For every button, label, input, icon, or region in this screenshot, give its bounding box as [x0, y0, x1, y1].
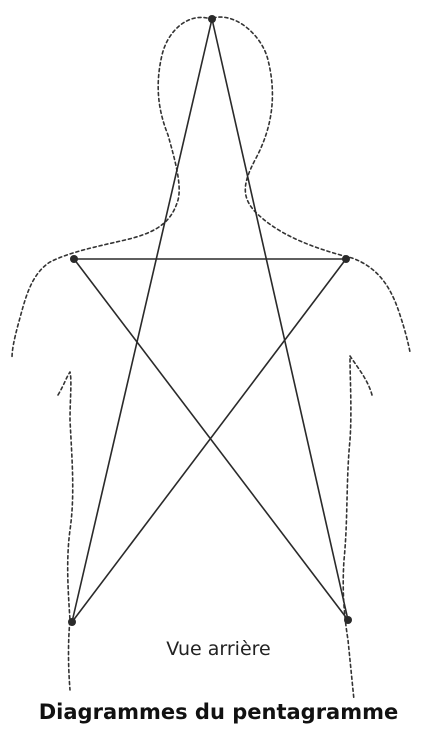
line-head-to-left-foot [72, 19, 212, 622]
diagram-caption: Diagrammes du pentagramme [0, 700, 437, 724]
view-label: Vue arrière [0, 638, 437, 660]
vertex-right-shoulder [342, 255, 350, 263]
vertex-right-foot [344, 616, 352, 624]
head-neck-outline-right [213, 17, 410, 352]
vertex-left-shoulder [70, 255, 78, 263]
vertex-left-foot [68, 618, 76, 626]
pentagram-star [72, 19, 348, 622]
line-right-shoulder-to-left-foot [72, 259, 346, 622]
vertex-head [208, 15, 216, 23]
pentagram-vertices [68, 15, 352, 626]
body-outline [12, 17, 410, 700]
